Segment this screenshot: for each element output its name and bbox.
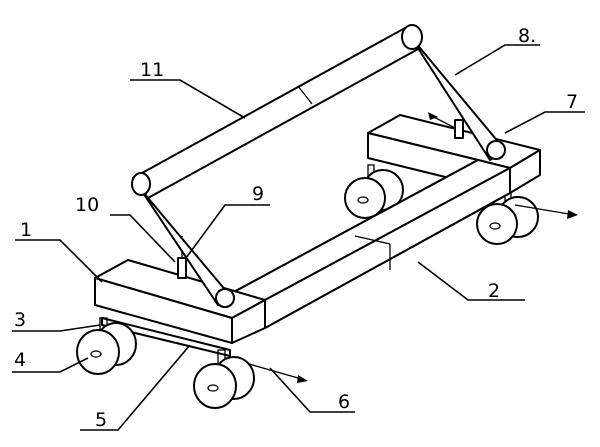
- under-bar: [101, 317, 231, 357]
- handle-joints: [131, 24, 506, 308]
- label-9: 9: [252, 183, 264, 205]
- label-3: 3: [14, 309, 26, 331]
- wheel-front-right: [193, 349, 255, 409]
- wheel-rear-left: [344, 164, 404, 219]
- label-2: 2: [488, 280, 500, 302]
- wheel-rear-right: [476, 191, 539, 245]
- rear-post: [428, 112, 464, 139]
- label-11: 11: [140, 59, 164, 81]
- label-7: 7: [566, 91, 578, 113]
- leader-lines: [12, 44, 585, 431]
- label-4: 4: [14, 349, 26, 371]
- label-8: 8.: [518, 25, 536, 47]
- label-6: 6: [338, 391, 350, 413]
- label-10: 10: [75, 194, 99, 216]
- label-5: 5: [95, 409, 107, 431]
- label-1: 1: [20, 219, 32, 241]
- wheel-front-left: [76, 317, 137, 375]
